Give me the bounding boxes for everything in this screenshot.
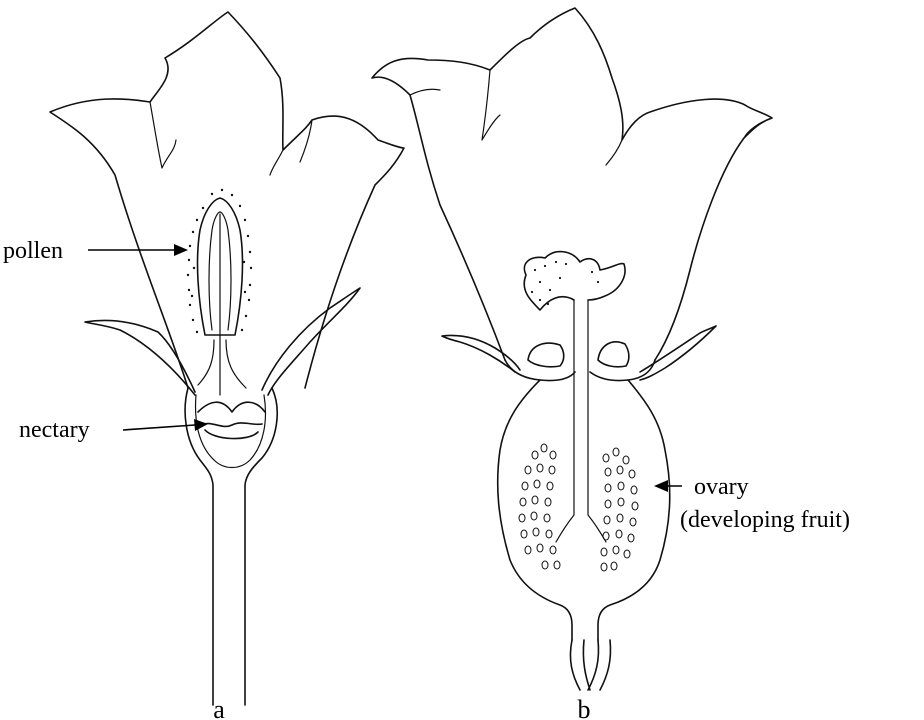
flower-b-stigma (524, 252, 625, 310)
flower-b-ovary (498, 380, 670, 640)
flower-b-style (556, 300, 606, 542)
flower-b-lobe-notches (410, 70, 772, 165)
label-nectary: nectary (19, 417, 90, 443)
flower-b-ovules (519, 444, 638, 571)
flower-b-corolla (372, 8, 772, 360)
arrow-ovary-head (654, 480, 668, 492)
caption-a: a (213, 695, 225, 720)
flower-b-pedicel (570, 640, 610, 690)
flower-a-lobe-notches (150, 102, 312, 175)
flower-a-corolla (50, 12, 404, 388)
flower-a-anther-inner (209, 212, 231, 330)
label-ovary: ovary (694, 474, 749, 500)
arrow-nectary (123, 425, 195, 430)
flower-a-style (198, 330, 246, 395)
flower-a-nectary (198, 402, 265, 438)
flower-b-receptacle (505, 360, 655, 381)
label-pollen: pollen (3, 238, 63, 264)
flower-b-stigma-dots (531, 261, 599, 305)
flower-b-scale-left (528, 343, 564, 367)
flower-b-scale-right (598, 342, 629, 367)
flower-b (372, 8, 772, 690)
arrow-pollen-head (174, 244, 188, 256)
arrow-nectary-head (194, 419, 208, 431)
label-developing-fruit: (developing fruit) (680, 507, 850, 533)
flower-b-sepal-right (640, 326, 716, 380)
flower-a-sepal-right (262, 288, 360, 395)
flower-a (50, 12, 404, 705)
caption-b: b (578, 695, 591, 720)
